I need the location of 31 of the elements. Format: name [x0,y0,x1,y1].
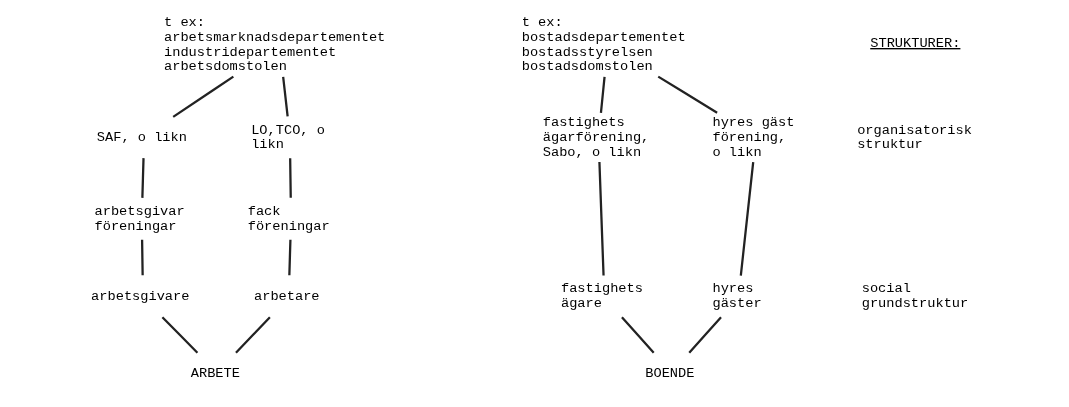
connector [688,316,722,354]
node-text: arbetsgivar föreningar [94,204,185,234]
node-text: hyres gäst förening, o likn [712,115,795,160]
connector [161,316,199,354]
node-text: LO,TCO, o likn [251,122,325,153]
connector [140,239,144,276]
node-text: ARBETE [190,366,240,382]
node-text: t ex: arbetsmarknadsdepartementet industridepartementet arbetsdomstolen [164,14,386,75]
label: social grundstruktur [861,281,969,312]
connector [141,158,145,198]
node-text: BOENDE [645,366,695,382]
connector [598,162,605,276]
connector [235,316,271,354]
node-text: arbetare [254,288,320,304]
connector [739,161,755,276]
node-text: fastighets ägare [560,281,643,312]
connector [599,76,606,113]
connector [621,316,655,354]
label: STRUKTURER: [870,35,961,51]
node-text: SAF, o likn [96,129,187,145]
node-text: fack föreningar [247,204,330,234]
node-text: hyres gäster [712,281,762,312]
connector [172,75,234,118]
connector [282,76,289,117]
connector [289,158,292,198]
label: organisatorisk struktur [857,122,972,153]
connector [657,75,718,114]
connector [288,239,292,276]
node-text: arbetsgivare [91,288,190,304]
node-text: t ex: bostadsdepartementet bostadsstyrelsen bostadsdomstolen [521,14,686,75]
node-text: fastighets ägarförening, Sabo, o likn [542,115,650,160]
